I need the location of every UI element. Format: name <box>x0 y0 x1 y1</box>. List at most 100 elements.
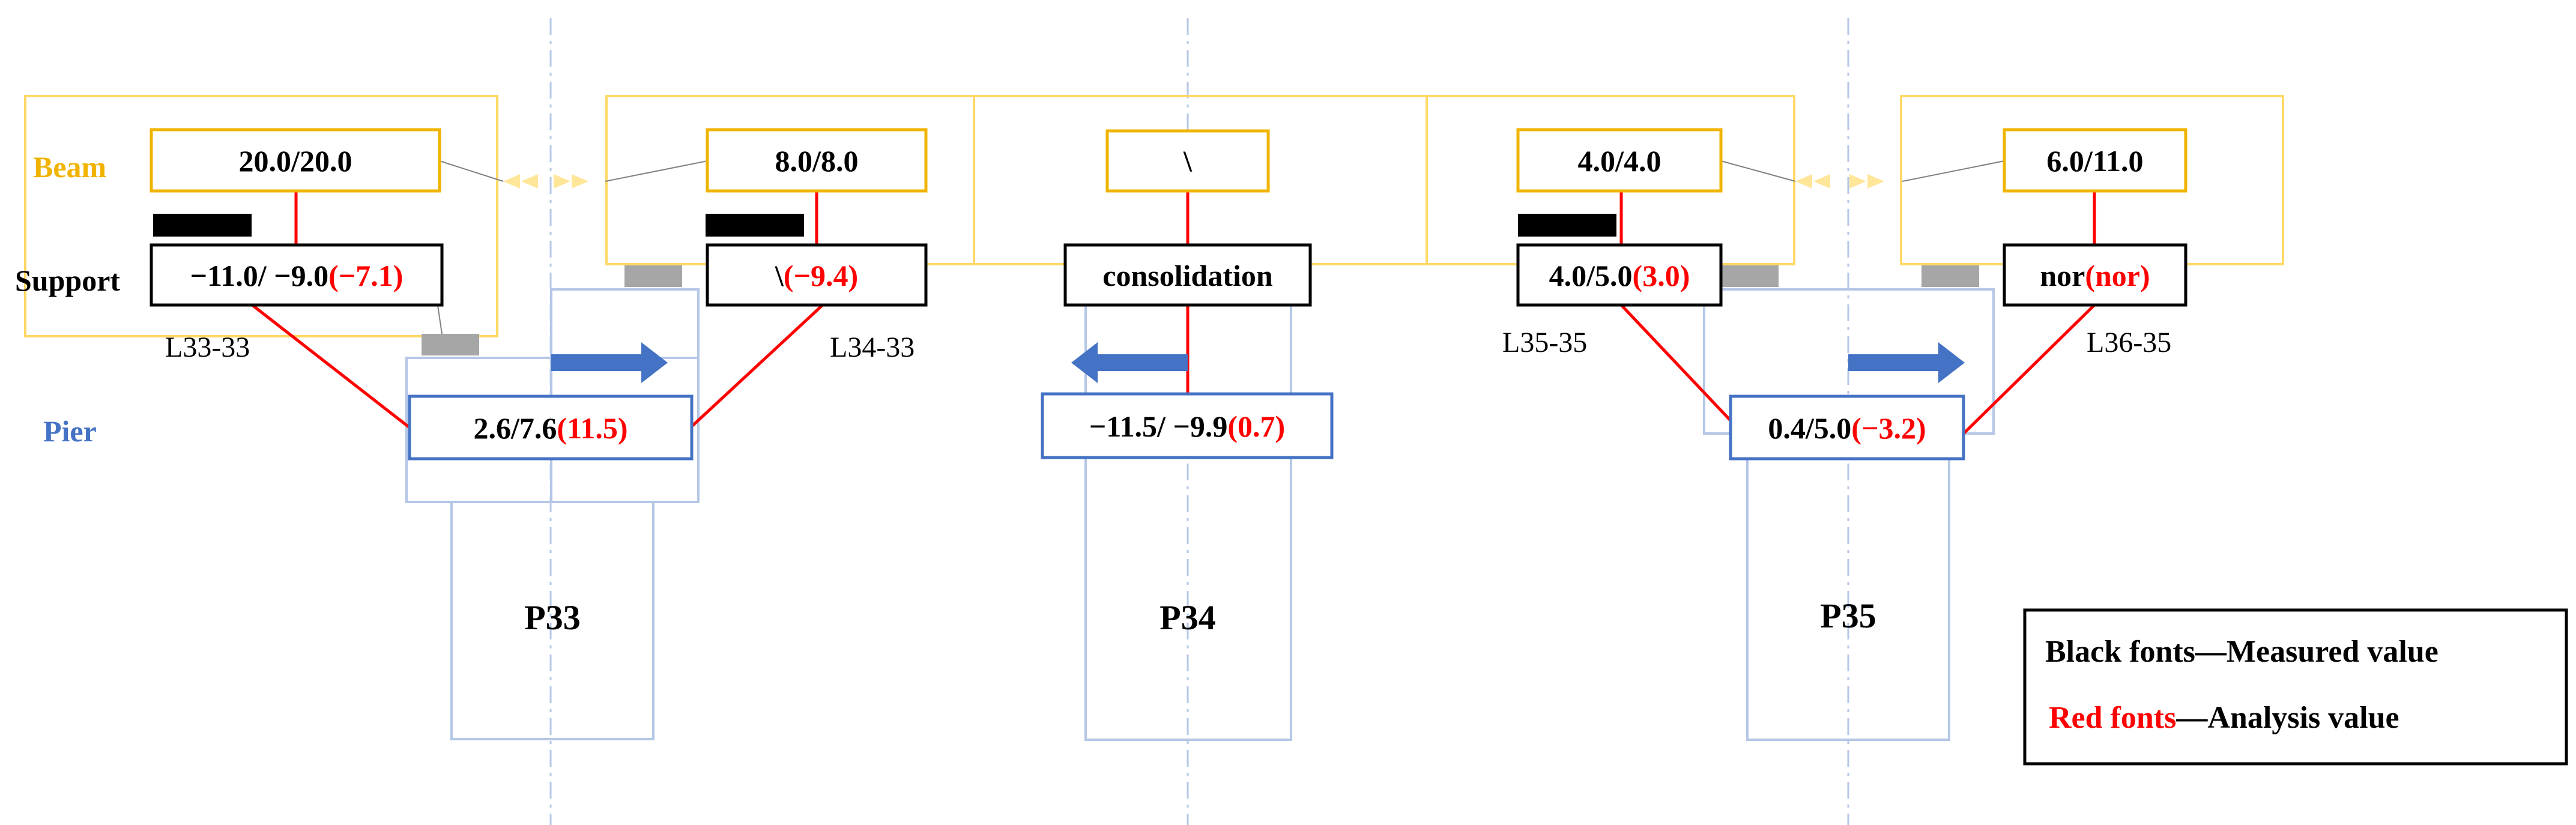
support-side-label: Support <box>15 264 120 297</box>
support-value-boxes: −11.0/ −9.0(−7.1) \(−9.4) consolidation … <box>150 243 2187 307</box>
red-line-s35-p35 <box>1620 304 1749 440</box>
black-bar-33-b <box>153 226 252 237</box>
span-label-l33: L33-33 <box>165 331 250 363</box>
beam-connectors <box>439 160 2005 182</box>
support-value-34: \(−9.4) <box>775 259 858 292</box>
joint-marker-34-d <box>572 174 588 189</box>
joint-marker-34-b <box>521 174 538 189</box>
legend-measured: Black fonts—Measured value <box>2045 635 2438 669</box>
support-box-34 <box>706 243 928 307</box>
pier-box-34 <box>1041 392 1334 459</box>
support-box-35 <box>1516 243 1723 307</box>
connector-33-34-left <box>439 160 504 182</box>
support-value-33: −11.0/ −9.0(−7.1) <box>190 259 404 292</box>
beam-value-boxes: 20.0/20.0 8.0/8.0 \ 4.0/4.0 6.0/11.0 <box>150 128 2187 193</box>
support-measured-33: −11.0/ −9.0 <box>190 259 329 292</box>
legend-analysis-red: Red fonts <box>2049 701 2176 735</box>
pier-value-34: −11.5/ −9.9(0.7) <box>1089 409 1285 443</box>
pier-analysis-34: (0.7) <box>1227 409 1285 443</box>
joint-marker-34-c <box>554 174 570 189</box>
span-label-l34: L34-33 <box>830 331 915 363</box>
beam-box-33 <box>150 128 441 193</box>
beam-value-33: 20.0/20.0 <box>239 144 352 178</box>
black-bar-34 <box>706 214 804 226</box>
support-analysis-35: (3.0) <box>1633 259 1690 292</box>
support-pad-36 <box>1921 265 1979 287</box>
black-bar-34-b <box>706 226 804 237</box>
support-analysis-34: (−9.4) <box>784 259 858 292</box>
red-line-s34-p33 <box>689 304 824 429</box>
support-measured-35: 4.0/5.0 <box>1549 259 1633 292</box>
black-bar-33 <box>153 214 252 226</box>
pier-analysis-35: (−3.2) <box>1851 411 1926 445</box>
pier-side-label: Pier <box>43 414 97 448</box>
beam-box-mid <box>1105 129 1270 193</box>
support-measured-36: nor <box>2040 259 2085 292</box>
beam-value-mid: \ <box>1183 144 1193 178</box>
beam-box-35 <box>1516 128 1723 193</box>
red-line-s33-p33 <box>251 304 411 429</box>
support-measured-mid: consolidation <box>1102 259 1273 292</box>
joint-marker-36-d <box>1867 174 1884 189</box>
support-analysis-36: (nor) <box>2085 259 2150 292</box>
support-box-mid <box>1063 243 1312 307</box>
black-bar-35-b <box>1518 226 1616 237</box>
legend-analysis: Red fonts—Analysis value <box>2049 701 2399 735</box>
support-analysis-33: (−7.1) <box>328 259 403 292</box>
pier-structures <box>405 263 1995 741</box>
pier-box-33 <box>408 394 694 461</box>
joint-marker-36-a <box>1795 174 1812 189</box>
support-box-36 <box>2003 243 2187 307</box>
arrow-left-p34[interactable] <box>1071 342 1188 383</box>
beam-value-35: 4.0/4.0 <box>1578 144 1661 178</box>
beam-value-34: 8.0/8.0 <box>775 144 859 178</box>
pier-name-p35: P35 <box>1820 596 1876 635</box>
support-pad-34 <box>624 265 682 287</box>
pier-value-33: 2.6/7.6(11.5) <box>474 411 628 445</box>
span-label-l36: L36-35 <box>2087 327 2171 358</box>
connector-35-36-left <box>1720 160 1796 182</box>
movement-arrows <box>551 342 1965 383</box>
pier-measured-34: −11.5/ −9.9 <box>1089 409 1228 443</box>
pier-column-33 <box>450 501 655 740</box>
pier-measured-33: 2.6/7.6 <box>474 411 557 445</box>
red-line-s36-p35 <box>1958 304 2096 440</box>
beam-segment-33 <box>24 95 498 337</box>
beam-value-36: 6.0/11.0 <box>2046 144 2143 178</box>
legend-box <box>2023 608 2568 766</box>
support-value-mid: consolidation <box>1102 259 1273 292</box>
pier-value-boxes: 2.6/7.6(11.5) −11.5/ −9.9(0.7) 0.4/5.0(−… <box>408 392 1965 461</box>
expansion-joint-markers <box>503 174 1884 189</box>
arrow-right-p35[interactable] <box>1848 342 1965 383</box>
pier-measured-35: 0.4/5.0 <box>1768 411 1851 445</box>
support-box-33 <box>150 243 444 307</box>
beam-box-34 <box>706 128 928 193</box>
pier-name-p34: P34 <box>1160 598 1215 637</box>
pier-value-35: 0.4/5.0(−3.2) <box>1768 411 1926 445</box>
legend-analysis-rest: —Analysis value <box>2175 701 2399 735</box>
pier-name-p33: P33 <box>524 598 580 637</box>
black-bars <box>153 214 1616 237</box>
red-lines <box>251 191 2096 440</box>
beam-box-36 <box>2003 128 2187 193</box>
support-pads <box>422 265 1979 355</box>
support-value-35: 4.0/5.0(3.0) <box>1549 259 1690 292</box>
joint-marker-36-c <box>1849 174 1866 189</box>
pier-box-35 <box>1729 394 1965 461</box>
joint-marker-34-a <box>503 174 520 189</box>
arrow-right-p33[interactable] <box>551 342 668 383</box>
black-bar-35 <box>1518 214 1616 226</box>
beam-side-label: Beam <box>33 150 106 184</box>
span-label-l35: L35-35 <box>1502 327 1587 358</box>
support-value-36: nor(nor) <box>2040 259 2150 292</box>
support-measured-34: \ <box>775 259 784 292</box>
connector-33-34-right <box>605 160 708 182</box>
joint-marker-36-b <box>1813 174 1830 189</box>
connector-35-36-right <box>1902 160 2005 182</box>
legend: Black fonts—Measured value Red fonts—Ana… <box>2023 608 2568 766</box>
support-pad-35 <box>1721 265 1779 287</box>
support-pad-33 <box>422 334 479 355</box>
pier-analysis-33: (11.5) <box>557 411 627 445</box>
